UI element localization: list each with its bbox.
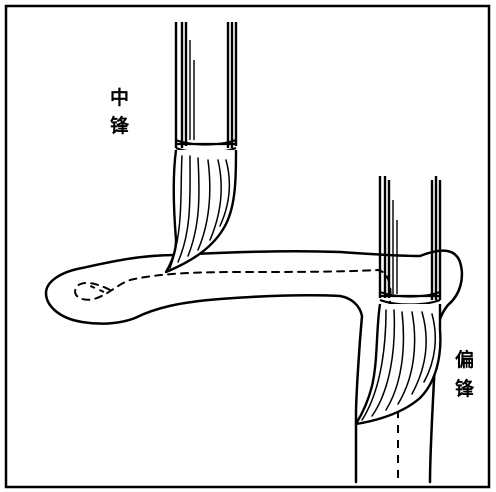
- center-brush-handle: [176, 22, 236, 148]
- side-brush-head: [356, 304, 440, 424]
- side-brush-handle: [380, 176, 440, 300]
- side-tip-brush: [356, 176, 440, 424]
- center-tip-brush: [166, 22, 236, 272]
- center-tip-label-char-2: 锋: [110, 114, 129, 138]
- frame-border: [6, 6, 489, 487]
- center-tip-label-char-1: 中: [110, 86, 129, 110]
- side-brush-handle-shade: [393, 200, 397, 294]
- brush-stroke-outline: [46, 255, 362, 482]
- side-tip-label-char-2: 锋: [455, 377, 474, 401]
- center-brush-handle-shade: [190, 40, 194, 140]
- stroke-center-path-tip: [86, 284, 104, 292]
- side-tip-label-char-1: 偏: [455, 348, 474, 372]
